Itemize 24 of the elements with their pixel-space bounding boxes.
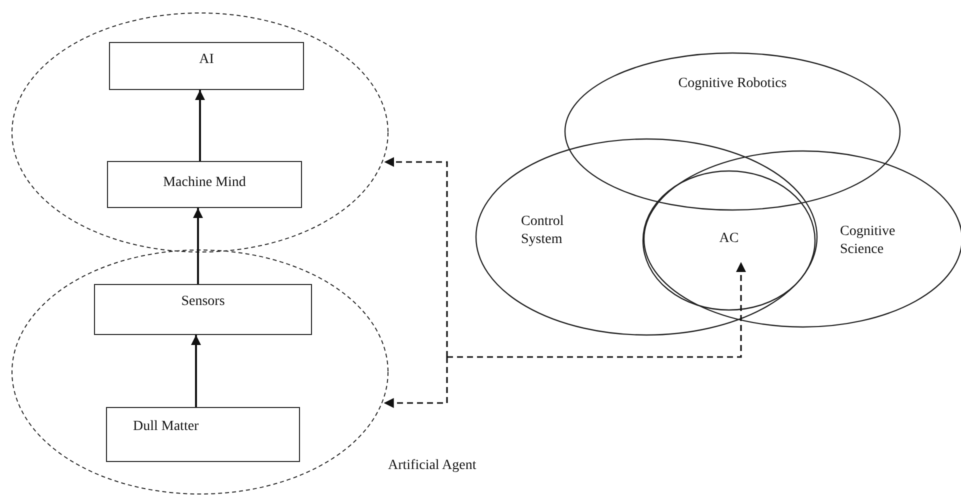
group-label: Artificial Agent — [388, 457, 476, 475]
node-label: Sensors — [180, 293, 226, 311]
dashed-ellipse — [12, 250, 388, 494]
node-label: Dull Matter — [133, 418, 199, 436]
process-box — [94, 284, 312, 335]
node-label: AI — [198, 51, 215, 69]
venn-ellipse — [643, 171, 815, 310]
node-label: Control System — [521, 213, 565, 249]
arrow — [384, 157, 448, 357]
venn-ellipse — [476, 139, 817, 335]
node-label: AC — [718, 230, 740, 248]
process-box — [107, 161, 302, 208]
node-label: Cognitive Robotics — [677, 75, 788, 93]
node-label: Cognitive Science — [840, 223, 896, 259]
venn-ellipse — [565, 53, 900, 210]
arrow — [193, 208, 203, 284]
node-label: Machine Mind — [162, 174, 247, 192]
arrow — [384, 357, 448, 408]
arrow — [191, 335, 201, 407]
dashed-ellipse — [12, 13, 388, 252]
arrow — [195, 90, 205, 161]
arrow — [447, 262, 746, 358]
process-box — [106, 407, 300, 462]
process-box — [109, 42, 304, 90]
